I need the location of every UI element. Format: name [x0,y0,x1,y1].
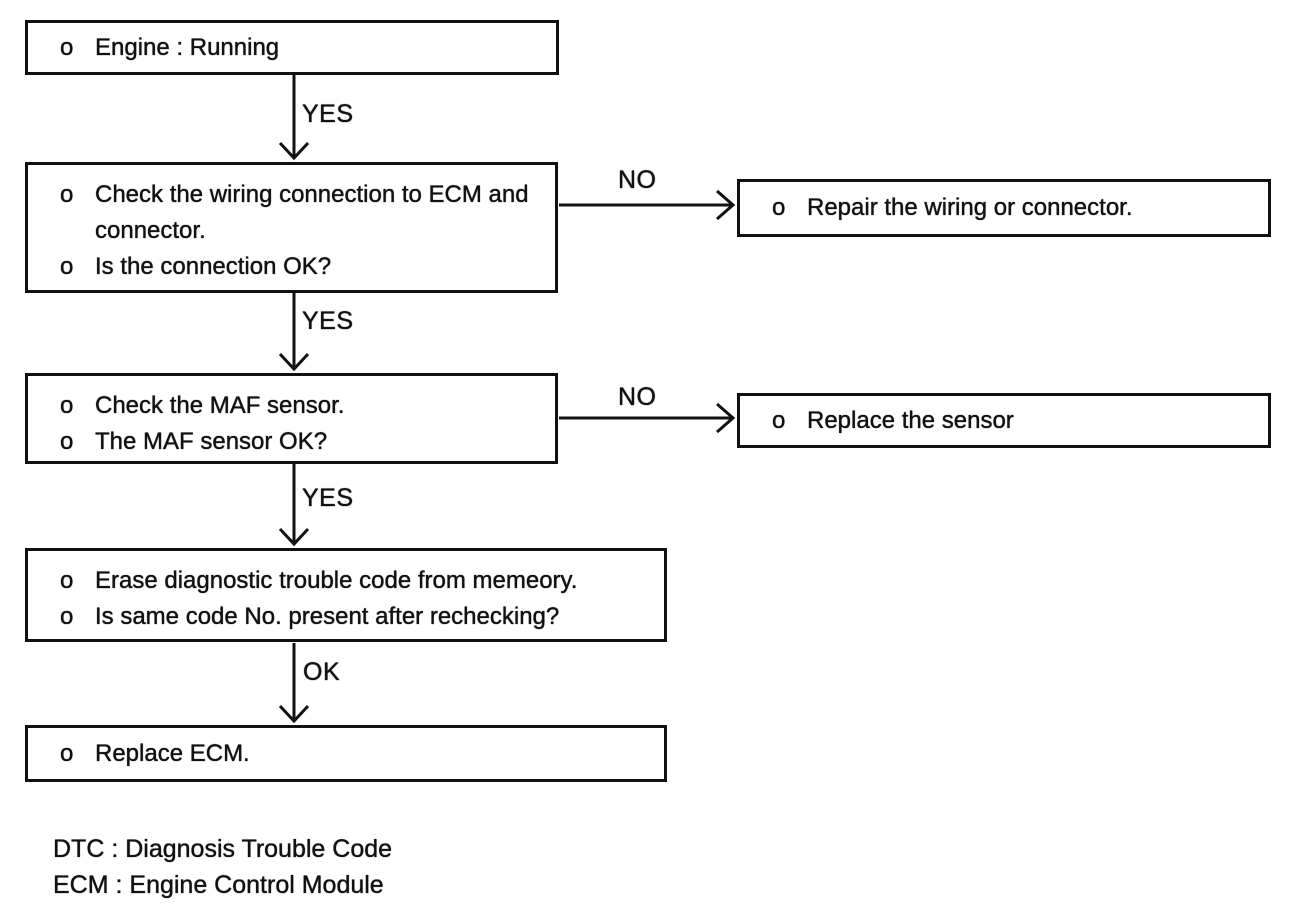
bullet-marker: o [60,603,74,630]
node-text: Replace ECM. [95,739,250,767]
list-item: o Is same code No. present after recheck… [28,599,656,635]
bullet-marker: o [60,181,74,208]
node-text: Replace the sensor [807,406,1014,434]
edge-label-yes-2: YES [302,307,354,335]
list-item: o Replace ECM. [28,736,656,772]
bullet-marker: o [60,33,74,61]
list-item: o Check the wiring connection to ECM and… [28,177,547,249]
node-check-wiring: o Check the wiring connection to ECM and… [25,162,558,293]
edge-label-no-1: NO [618,166,657,194]
bullet-marker: o [60,739,74,767]
node-replace-sensor: o Replace the sensor [737,393,1271,448]
bullet-marker: o [60,392,74,419]
legend-line-ecm: ECM : Engine Control Module [53,871,384,899]
node-text: Is same code No. present after recheckin… [95,603,560,630]
node-text: Is the connection OK? [95,253,332,280]
node-text: Repair the wiring or connector. [807,194,1133,221]
node-check-maf: o Check the MAF sensor. o The MAF sensor… [25,373,558,464]
list-item: o Check the MAF sensor. [28,388,547,424]
list-item: o Repair the wiring or connector. [740,190,1260,226]
node-erase-dtc: o Erase diagnostic trouble code from mem… [25,548,667,642]
legend-line-dtc: DTC : Diagnosis Trouble Code [53,835,393,863]
bullet-marker: o [772,194,786,221]
node-text: Check the wiring connection to ECM and c… [95,181,529,244]
list-item: o Erase diagnostic trouble code from mem… [28,563,656,599]
edge-label-yes-3: YES [302,484,354,512]
list-item: o The MAF sensor OK? [28,424,547,460]
edge-wiring-to-repair [559,189,736,221]
edge-label-yes-1: YES [302,100,354,128]
node-text: Check the MAF sensor. [95,392,345,419]
node-replace-ecm: o Replace ECM. [25,725,667,782]
node-text: Engine : Running [95,33,280,61]
edge-label-no-2: NO [618,383,657,411]
list-item: o Engine : Running [28,30,548,66]
bullet-marker: o [60,428,74,455]
node-text: Erase diagnostic trouble code from memeo… [95,567,578,594]
node-engine-running: o Engine : Running [25,20,559,75]
list-item: o Is the connection OK? [28,249,547,285]
bullet-marker: o [60,253,74,280]
node-text: The MAF sensor OK? [95,428,328,455]
list-item: o Replace the sensor [740,403,1260,439]
bullet-marker: o [60,567,74,594]
bullet-marker: o [772,406,786,434]
abbreviation-legend: DTC : Diagnosis Trouble Code ECM : Engin… [53,831,392,903]
node-repair-wiring: o Repair the wiring or connector. [737,179,1271,237]
edge-label-ok: OK [303,658,341,686]
